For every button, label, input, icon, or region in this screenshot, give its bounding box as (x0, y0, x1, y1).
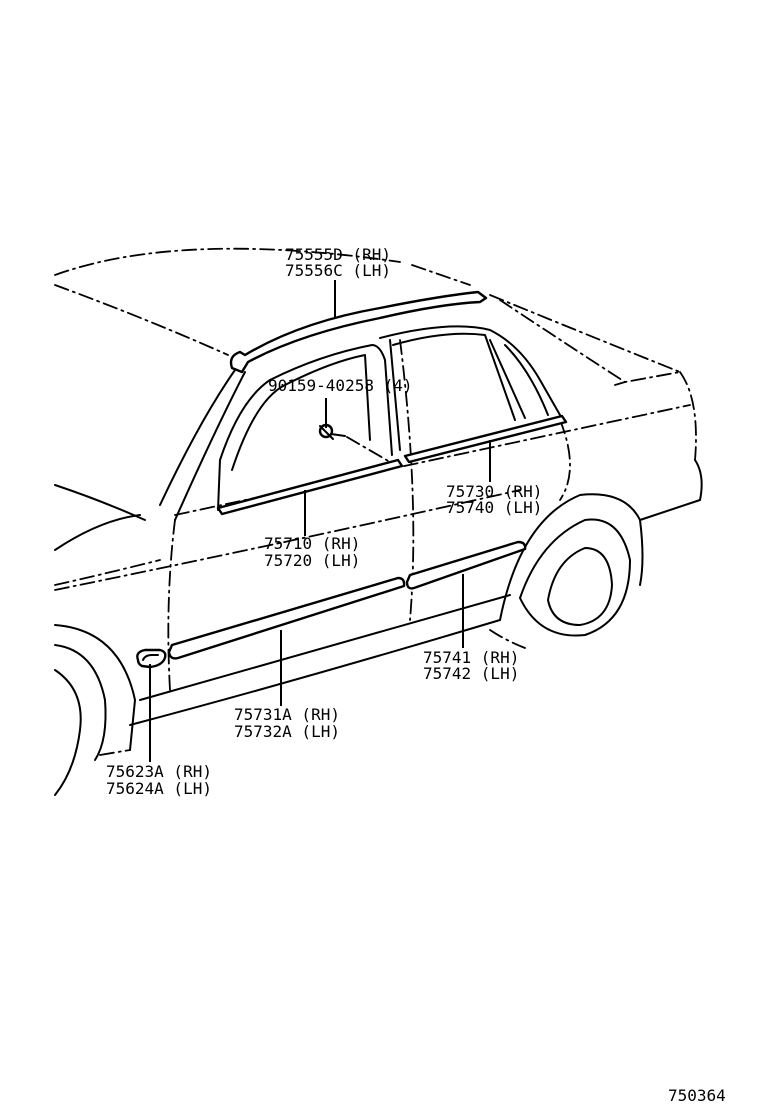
front-belt-molding (216, 458, 404, 516)
parts (136, 290, 568, 669)
front-belt-molding-lh-label: 75720 (LH) (264, 551, 360, 570)
car-body-outline (54, 247, 703, 796)
fender-emblem-lh-label: 75624A (LH) (106, 779, 212, 798)
clip-icon (318, 423, 391, 463)
rear-belt-molding-lh-label: 75740 (LH) (446, 498, 542, 517)
rear-door-side-molding (405, 540, 527, 590)
roof-molding-rh-label: 75555D (RH) (285, 245, 391, 264)
front-door-side-molding-lh-label: 75732A (LH) (234, 722, 340, 741)
leader-lines (149, 280, 491, 762)
diagram-id-label: 750364 (668, 1086, 726, 1105)
rear-door-side-molding-lh-label: 75742 (LH) (423, 664, 519, 683)
rear-belt-molding (403, 414, 568, 464)
front-door-side-molding (167, 576, 406, 660)
window-frames (217, 325, 561, 511)
roof-molding-lh-label: 75556C (LH) (285, 261, 391, 280)
front-belt-molding-rh-label: 75710 (RH) (264, 534, 360, 553)
fender-emblem-rh-label: 75623A (RH) (106, 762, 212, 781)
front-door-side-molding-rh-label: 75731A (RH) (234, 705, 340, 724)
roof-drip-molding (229, 290, 488, 374)
fender-side-emblem (136, 648, 167, 669)
clip-number-label: 90159-40258 (4) (268, 376, 413, 395)
rear-belt-molding-rh-label: 75730 (RH) (446, 482, 542, 501)
rear-door-side-molding-rh-label: 75741 (RH) (423, 648, 519, 667)
callout-labels: 75555D (RH) 75556C (LH) 90159-40258 (4) … (106, 245, 726, 1105)
